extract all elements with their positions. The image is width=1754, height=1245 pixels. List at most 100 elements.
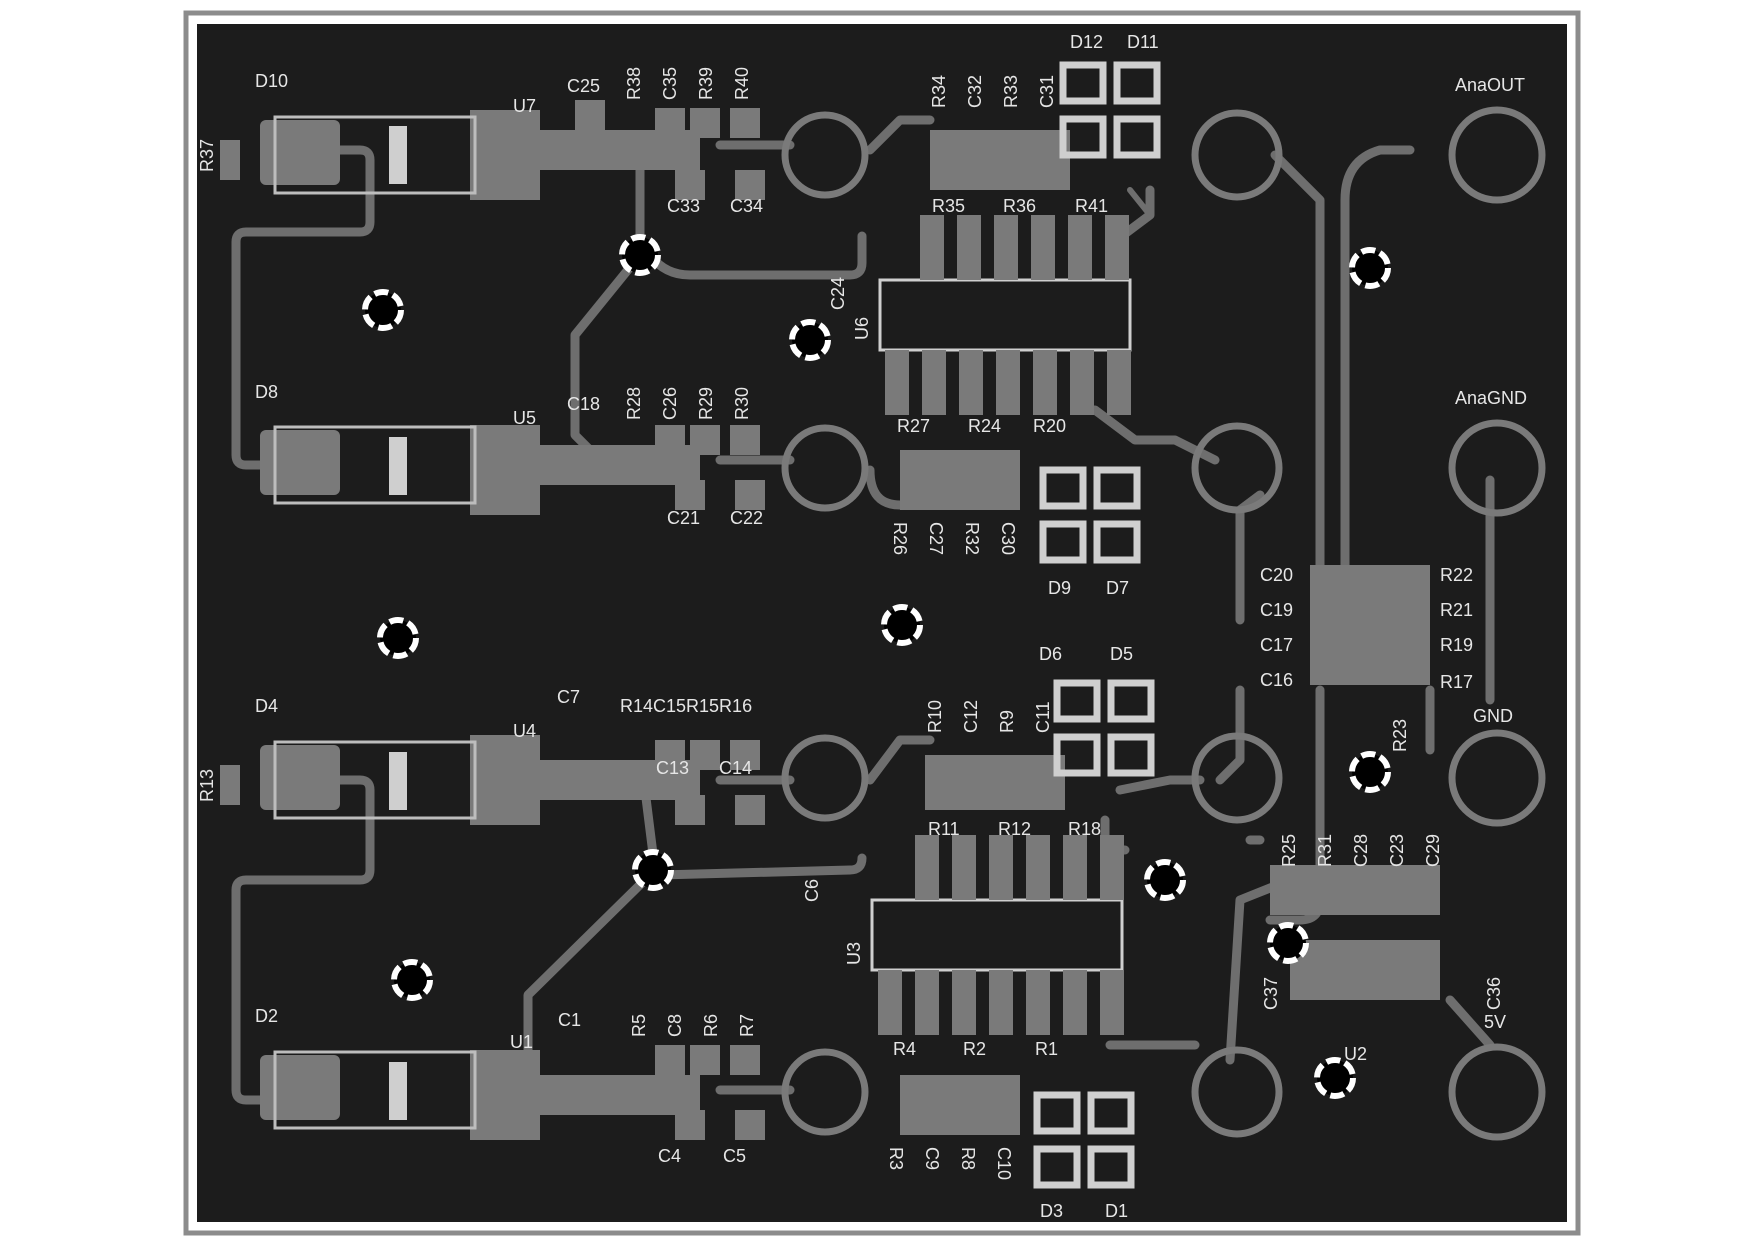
label-d9: D9 xyxy=(1048,578,1071,598)
label-d8: D8 xyxy=(255,382,278,402)
label-r27: R27 xyxy=(897,416,930,436)
label-d4: D4 xyxy=(255,696,278,716)
label-anagnd: AnaGND xyxy=(1455,388,1527,408)
label-c25: C25 xyxy=(567,76,600,96)
label-r31: R31 xyxy=(1315,834,1335,867)
label-r17: R17 xyxy=(1440,672,1473,692)
label-r25: R25 xyxy=(1279,834,1299,867)
label-r29: R29 xyxy=(696,387,716,420)
label-r12: R12 xyxy=(998,819,1031,839)
label-d11: D11 xyxy=(1127,32,1159,52)
ring-pads xyxy=(781,106,1546,1141)
label-c27: C27 xyxy=(926,522,946,555)
label-c24: C24 xyxy=(828,277,848,310)
label-r39: R39 xyxy=(696,67,716,100)
label-d10: D10 xyxy=(255,71,288,91)
label-r24: R24 xyxy=(968,416,1001,436)
label-r33: R33 xyxy=(1001,75,1021,108)
label-c30: C30 xyxy=(998,522,1018,555)
label-d7: D7 xyxy=(1106,578,1129,598)
label-c13: C13 xyxy=(656,758,689,778)
label-r40: R40 xyxy=(732,67,752,100)
stage-blocks xyxy=(220,100,765,1140)
label-r26: R26 xyxy=(890,522,910,555)
label-c14: C14 xyxy=(719,758,752,778)
label-r28: R28 xyxy=(624,387,644,420)
label-d2: D2 xyxy=(255,1006,278,1026)
label-r5: R5 xyxy=(629,1014,649,1037)
label-c36: C36 xyxy=(1484,977,1504,1010)
led-pads xyxy=(1033,61,1161,1189)
label-r38: R38 xyxy=(624,67,644,100)
label-c1: C1 xyxy=(558,1010,581,1030)
silkscreen-labels: AnaOUT AnaGND GND 5V U7 U5 U4 U1 U2 U6 U… xyxy=(197,32,1527,1221)
label-u3: U3 xyxy=(844,942,864,965)
label-r14c15r15r16: R14C15R15R16 xyxy=(620,696,752,716)
label-r30: R30 xyxy=(732,387,752,420)
label-c34: C34 xyxy=(730,196,763,216)
label-c12: C12 xyxy=(961,700,981,733)
label-5v: 5V xyxy=(1484,1012,1506,1032)
label-r19: R19 xyxy=(1440,635,1473,655)
label-r37: R37 xyxy=(197,139,217,172)
label-r1: R1 xyxy=(1035,1039,1058,1059)
label-r23: R23 xyxy=(1390,719,1410,752)
ic-u3 xyxy=(870,755,1124,1035)
label-c18: C18 xyxy=(567,394,600,414)
label-c11: C11 xyxy=(1033,701,1053,733)
label-d1: D1 xyxy=(1105,1201,1128,1221)
label-c22: C22 xyxy=(730,508,763,528)
label-d12: D12 xyxy=(1070,32,1103,52)
label-r32: R32 xyxy=(962,522,982,555)
label-gnd: GND xyxy=(1473,706,1513,726)
label-c28: C28 xyxy=(1351,834,1371,867)
label-r11: R11 xyxy=(928,819,960,839)
label-c7: C7 xyxy=(557,687,580,707)
vias xyxy=(362,234,1391,1099)
label-r9: R9 xyxy=(997,710,1017,733)
label-u5: U5 xyxy=(513,408,536,428)
label-r41: R41 xyxy=(1075,196,1108,216)
label-c35: C35 xyxy=(660,67,680,100)
label-d5: D5 xyxy=(1110,644,1133,664)
resistor-networks xyxy=(900,450,1440,1135)
label-c29: C29 xyxy=(1423,834,1443,867)
label-u6: U6 xyxy=(852,317,872,340)
label-r3: R3 xyxy=(886,1147,906,1170)
label-r35: R35 xyxy=(932,196,965,216)
label-u4: U4 xyxy=(513,721,536,741)
label-r13: R13 xyxy=(197,769,217,802)
label-c10: C10 xyxy=(994,1147,1014,1180)
label-d6: D6 xyxy=(1039,644,1062,664)
label-anaout: AnaOUT xyxy=(1455,75,1525,95)
label-r22: R22 xyxy=(1440,565,1473,585)
label-c5: C5 xyxy=(723,1146,746,1166)
label-r36: R36 xyxy=(1003,196,1036,216)
ic-u6 xyxy=(878,130,1132,415)
label-r10: R10 xyxy=(925,700,945,733)
label-c23: C23 xyxy=(1387,834,1407,867)
label-r8: R8 xyxy=(958,1147,978,1170)
label-r34: R34 xyxy=(929,75,949,108)
label-c26: C26 xyxy=(660,387,680,420)
label-r2: R2 xyxy=(963,1039,986,1059)
label-c33: C33 xyxy=(667,196,700,216)
label-c4: C4 xyxy=(658,1146,681,1166)
label-d3: D3 xyxy=(1040,1201,1063,1221)
label-r7: R7 xyxy=(737,1014,757,1037)
label-r18: R18 xyxy=(1068,819,1101,839)
label-c21: C21 xyxy=(667,508,700,528)
label-r4: R4 xyxy=(893,1039,916,1059)
label-c37: C37 xyxy=(1261,977,1281,1010)
label-r21: R21 xyxy=(1440,600,1473,620)
label-c16: C16 xyxy=(1260,670,1293,690)
board-outline xyxy=(183,10,1581,1236)
label-r20: R20 xyxy=(1033,416,1066,436)
label-r6: R6 xyxy=(701,1014,721,1037)
label-u7: U7 xyxy=(513,96,536,116)
label-c19: C19 xyxy=(1260,600,1293,620)
label-c17: C17 xyxy=(1260,635,1293,655)
label-u1: U1 xyxy=(510,1032,533,1052)
